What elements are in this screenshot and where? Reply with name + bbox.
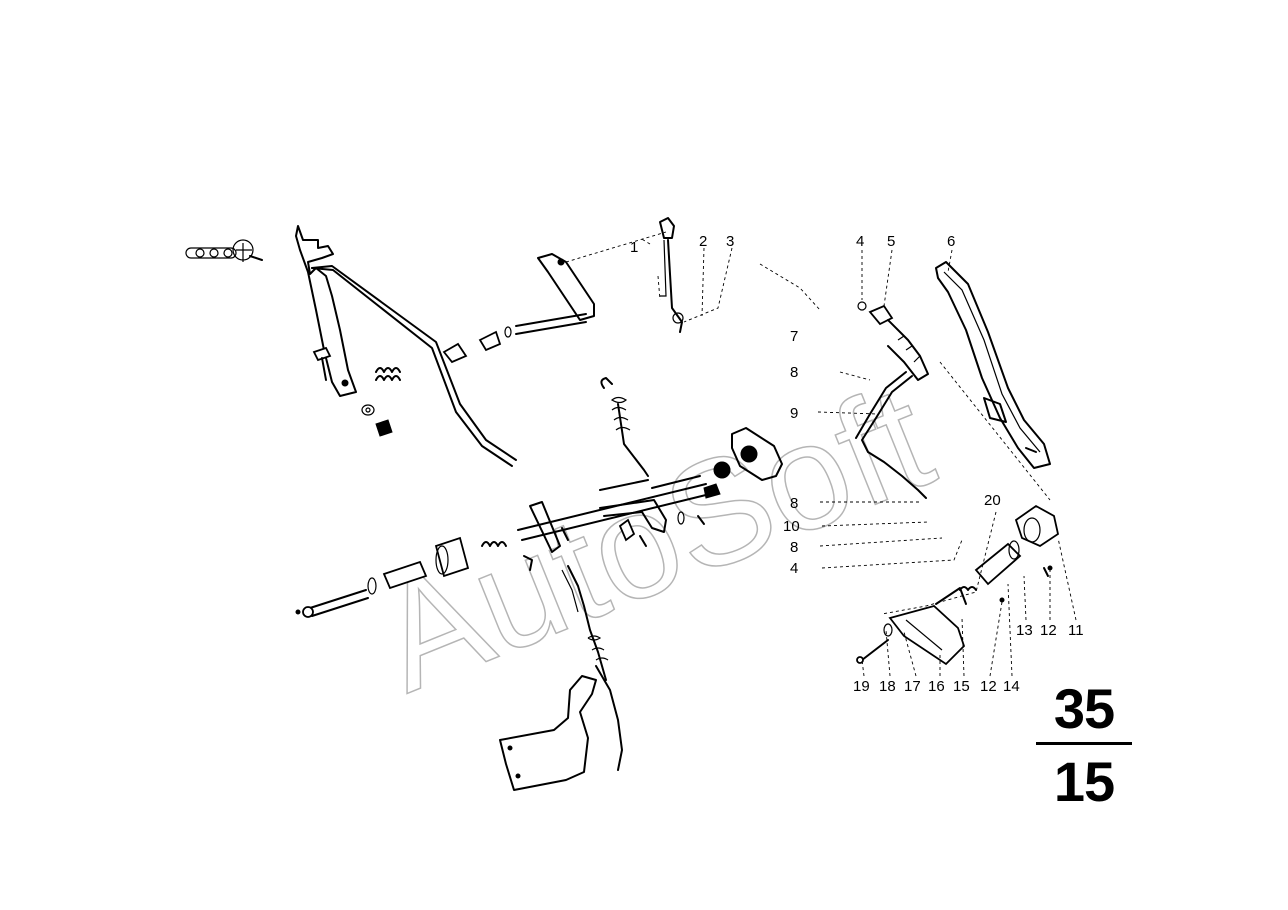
linkage-rod-part (659, 217, 684, 333)
lower-shaft-part (295, 536, 533, 618)
bolt-assembly-part (856, 623, 893, 664)
sleeve-part (974, 540, 1022, 586)
callout-7: 7 (790, 328, 798, 345)
switch-housing-part (888, 586, 977, 666)
central-lever-part (529, 483, 721, 553)
vehicle-symbol-icon (185, 239, 263, 262)
callout-8: 8 (790, 364, 798, 381)
pedal-part (499, 675, 597, 791)
upper-bracket-part (295, 225, 357, 397)
callout-20: 20 (984, 492, 1001, 509)
callout-11: 11 (1068, 622, 1084, 639)
callout-6: 6 (947, 233, 955, 250)
upper-lever-part (537, 253, 595, 321)
callout-9: 9 (790, 405, 798, 422)
callout-5: 5 (887, 233, 895, 250)
right-lever-part (857, 301, 929, 381)
callout-17: 17 (904, 678, 921, 695)
callout-18: 18 (879, 678, 896, 695)
callout-4: 4 (790, 560, 798, 577)
bolt-part (312, 346, 332, 381)
small-fasteners-part (999, 565, 1053, 603)
group-main-number: 35 (1053, 677, 1115, 740)
callout-3: 3 (726, 233, 734, 250)
leader-lines (565, 231, 1077, 677)
callout-14: 14 (1003, 678, 1020, 695)
callout-8: 8 (790, 495, 798, 512)
upper-shaft-part (442, 313, 587, 364)
fraction-line (1036, 742, 1132, 745)
right-rod-part (855, 371, 927, 499)
nut-part (375, 419, 393, 437)
right-bracket-part (713, 427, 783, 481)
callout-19: 19 (853, 678, 870, 695)
callout-16: 16 (928, 678, 945, 695)
callout-labels: 1 2 3 4 5 6 7 8 9 8 10 8 4 20 11 12 13 1… (630, 233, 1084, 695)
spring-part (375, 367, 401, 381)
end-stop-part (1014, 504, 1060, 548)
cable-part (561, 565, 623, 771)
callout-15: 15 (953, 678, 970, 695)
callout-12: 12 (1040, 622, 1057, 639)
callout-13: 13 (1016, 622, 1033, 639)
callout-2: 2 (699, 233, 707, 250)
group-sub-number: 15 (1053, 750, 1115, 813)
washer-part (361, 404, 375, 416)
callout-8: 8 (790, 539, 798, 556)
central-spring-part (600, 377, 649, 477)
pedal-plate-part (935, 261, 1051, 469)
callout-12: 12 (980, 678, 997, 695)
small-pins-part (561, 511, 705, 547)
callout-4: 4 (856, 233, 864, 250)
callout-1: 1 (630, 239, 638, 256)
accelerator-rod-part (311, 265, 517, 467)
callout-10: 10 (783, 518, 800, 535)
group-number: 35 15 (1036, 678, 1132, 813)
